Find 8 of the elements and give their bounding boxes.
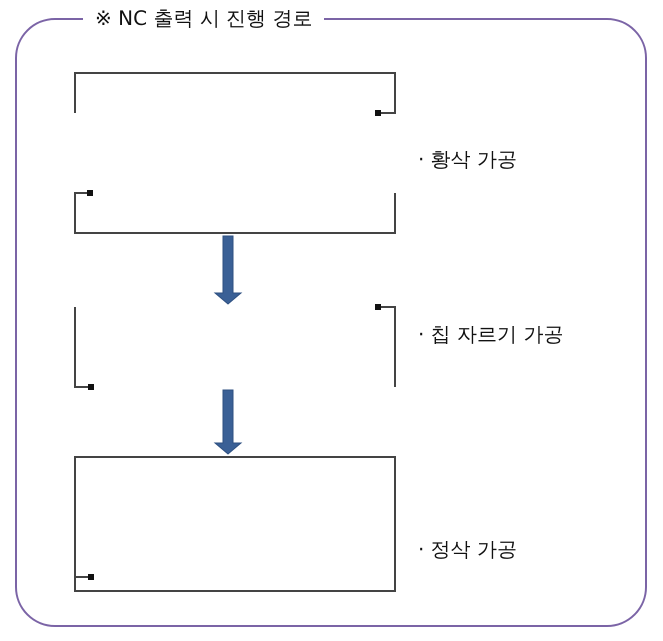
down-arrow [214,390,242,455]
toolpath-drawing [72,454,398,594]
toolpath-drawing [72,304,398,390]
step-label: · 정삭 가공 [418,536,518,562]
down-arrow [214,236,242,305]
step-label: · 칩 자르기 가공 [418,321,564,347]
step-label: · 황삭 가공 [418,146,518,172]
toolpath-drawing [72,70,398,236]
